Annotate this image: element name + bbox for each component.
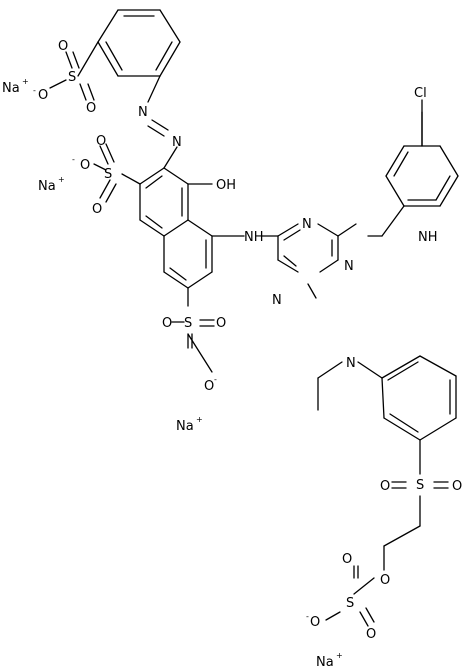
atom-O: O: [380, 573, 390, 588]
atom-S: S: [346, 596, 354, 611]
atom-NH: NH: [244, 230, 264, 245]
positive-charge: +: [22, 77, 29, 86]
atom-O: O: [38, 88, 48, 103]
atom-N: N: [172, 135, 182, 150]
sodium-ion-label: Na: [38, 179, 56, 194]
atom-N: N: [302, 217, 312, 232]
positive-charge: +: [58, 175, 65, 184]
atom-N: N: [346, 356, 356, 371]
atom-S: S: [184, 316, 192, 331]
positive-charge: +: [196, 415, 203, 424]
atom-O: O: [80, 158, 90, 173]
atom-O: O: [216, 316, 226, 331]
positive-charge: +: [336, 651, 343, 660]
atom-O: O: [452, 479, 462, 494]
negative-charge: -: [306, 612, 309, 621]
atom-N: N: [272, 293, 282, 308]
negative-charge: -: [214, 375, 217, 384]
atom-O: O: [366, 627, 376, 642]
atom-N: N: [344, 259, 354, 274]
negative-charge: -: [72, 155, 75, 164]
atom-O: O: [96, 134, 106, 149]
atom-N: N: [138, 105, 148, 120]
bond-lines: [49, 9, 459, 627]
atom-NH: NH: [418, 230, 438, 245]
atom-O: O: [58, 39, 68, 54]
atom-O: O: [380, 479, 390, 494]
atom-O: O: [92, 202, 102, 217]
sodium-ion-label: Na: [316, 655, 334, 670]
atom-S: S: [68, 70, 76, 85]
atom-O: O: [162, 316, 172, 331]
atom-OH: OH: [216, 178, 236, 193]
negative-charge: -: [33, 86, 36, 95]
sodium-ion-label: Na: [2, 81, 20, 96]
atom-S: S: [104, 167, 112, 182]
atom-O: O: [310, 615, 320, 630]
atom-O: O: [204, 379, 214, 394]
sodium-counterions: Na + Na + Na + Na +: [2, 77, 343, 670]
atom-Cl: Cl: [414, 86, 427, 101]
atom-O: O: [86, 101, 96, 116]
atom-S: S: [416, 478, 424, 493]
atom-O: O: [342, 552, 352, 567]
sodium-ion-label: Na: [176, 419, 194, 434]
atom-labels: S O O O - N N S O O O - OH S O O O - NH …: [33, 39, 462, 642]
